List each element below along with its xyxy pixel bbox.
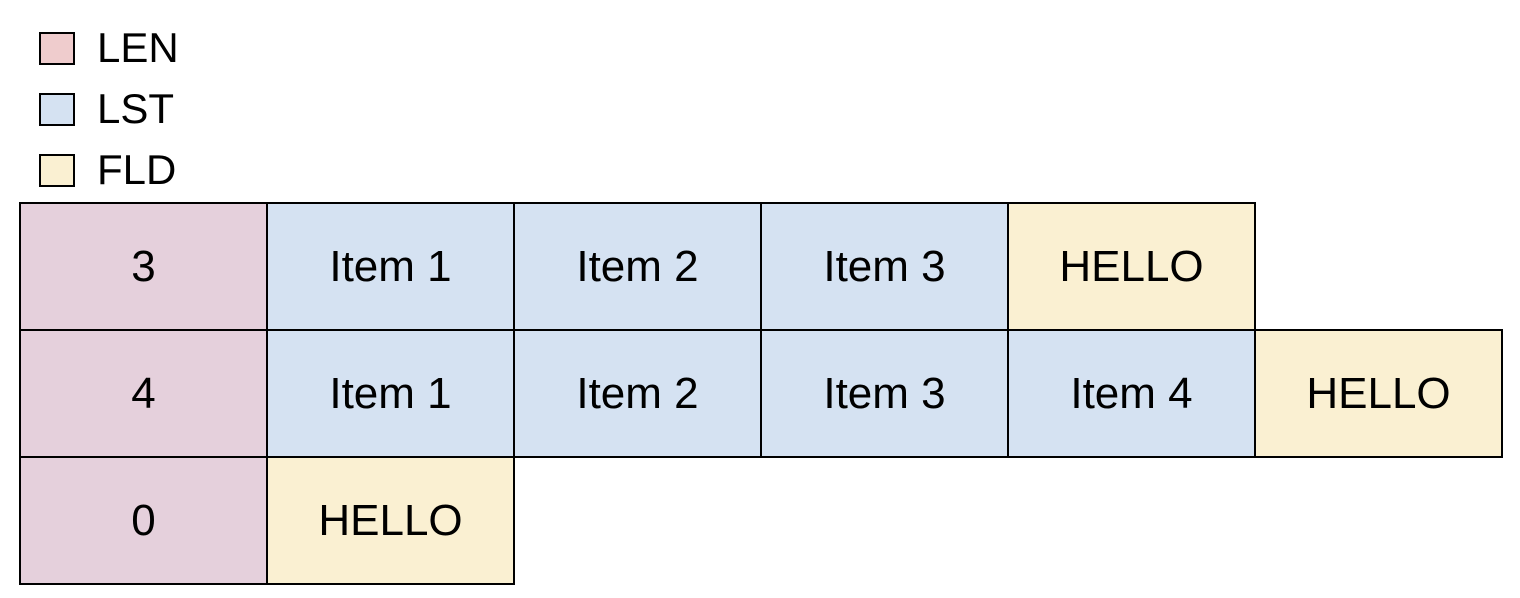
cell-field: HELLO: [266, 456, 515, 585]
legend: LEN LST FLD: [39, 27, 179, 191]
legend-item-lst: LST: [39, 88, 179, 130]
len-color-swatch-icon: [39, 31, 75, 65]
legend-item-fld: FLD: [39, 149, 179, 191]
legend-label-lst: LST: [97, 85, 175, 132]
cell-field: HELLO: [1007, 202, 1256, 331]
legend-item-len: LEN: [39, 27, 179, 69]
legend-label-fld: FLD: [97, 146, 177, 193]
cell-item: Item 3: [760, 329, 1009, 458]
legend-label-len: LEN: [97, 24, 179, 71]
list-row: 4 Item 1 Item 2 Item 3 Item 4 HELLO: [19, 329, 1503, 458]
cell-item: Item 2: [513, 202, 762, 331]
list-layout-diagram: 3 Item 1 Item 2 Item 3 HELLO 4 Item 1 It…: [19, 202, 1503, 585]
cell-item: Item 3: [760, 202, 1009, 331]
cell-item: Item 4: [1007, 329, 1256, 458]
cell-len: 0: [19, 456, 268, 585]
cell-item: Item 1: [266, 202, 515, 331]
list-row: 3 Item 1 Item 2 Item 3 HELLO: [19, 202, 1503, 331]
cell-field: HELLO: [1254, 329, 1503, 458]
cell-len: 4: [19, 329, 268, 458]
list-row: 0 HELLO: [19, 456, 1503, 585]
cell-len: 3: [19, 202, 268, 331]
cell-item: Item 1: [266, 329, 515, 458]
cell-item: Item 2: [513, 329, 762, 458]
lst-color-swatch-icon: [39, 92, 75, 126]
fld-color-swatch-icon: [39, 153, 75, 187]
